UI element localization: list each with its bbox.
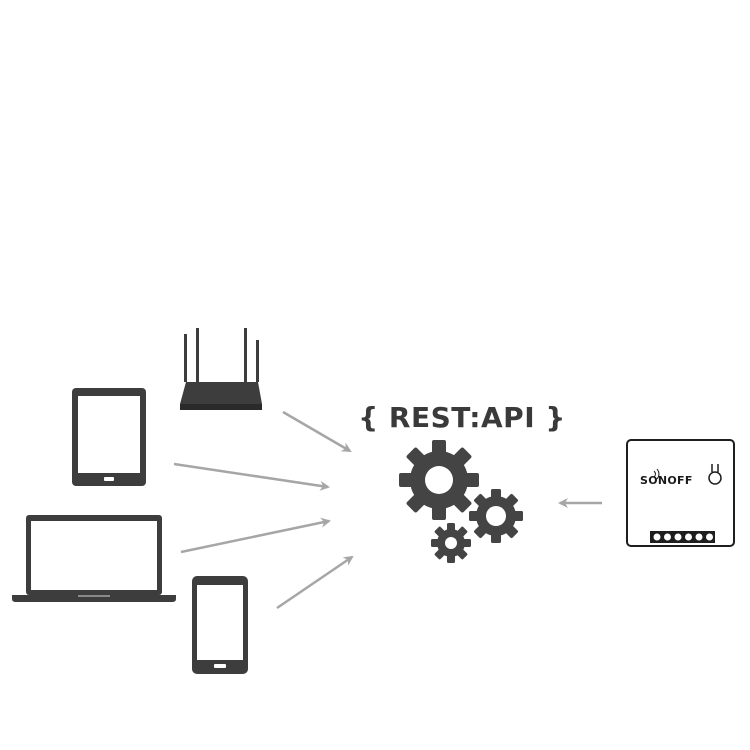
laptop-icon	[12, 515, 176, 602]
client-arrows	[173, 410, 354, 610]
rest-api-label: { REST:API }	[358, 401, 566, 434]
sonoff-switch-module-icon: SONOFF	[626, 439, 735, 547]
arrow-laptop-to-api	[180, 517, 331, 554]
wifi-router-icon	[180, 328, 262, 410]
terminal-block	[650, 531, 715, 543]
arrow-phone-to-api	[276, 555, 354, 610]
small-gear-icon	[431, 523, 471, 563]
gears-icon	[399, 440, 523, 563]
arrow-tablet-to-api	[173, 462, 330, 491]
arrow-router-to-api	[282, 410, 352, 453]
smartphone-icon	[192, 576, 248, 674]
brand-label: SONOFF	[640, 474, 693, 487]
pair-button-icon	[708, 464, 722, 485]
medium-gear-icon	[469, 489, 523, 543]
tablet-icon	[72, 388, 146, 486]
wifi-signal-icon	[653, 468, 660, 480]
large-gear-icon	[399, 440, 479, 520]
